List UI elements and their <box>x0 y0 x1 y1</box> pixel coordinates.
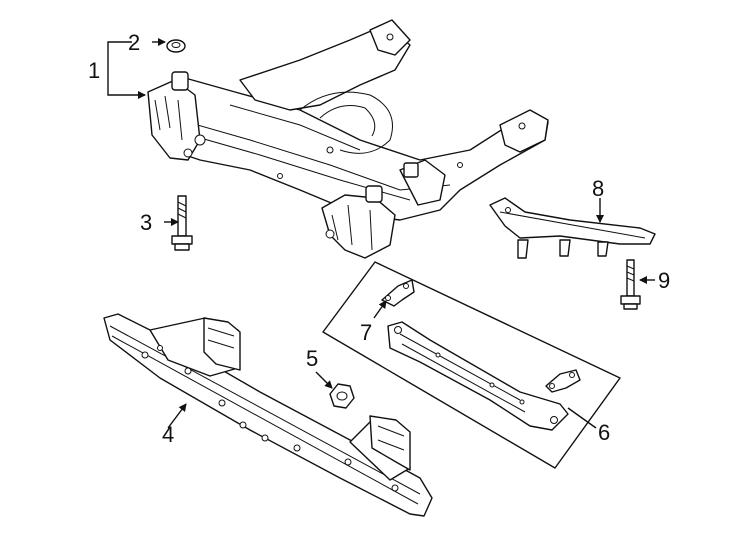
callout-3: 3 <box>140 210 152 235</box>
bracket-kit-part-6 <box>322 261 621 469</box>
callout-7: 7 <box>360 320 372 345</box>
callout-6: 6 <box>598 420 610 445</box>
nut-part-5 <box>329 383 355 409</box>
subframe-assembly <box>147 19 549 259</box>
nut-part-2 <box>166 39 186 53</box>
callout-4: 4 <box>162 422 174 447</box>
callout-8: 8 <box>592 176 604 201</box>
callout-9: 9 <box>658 268 670 293</box>
leader-lines <box>107 38 655 429</box>
callout-2: 2 <box>128 30 140 55</box>
bumper-reinforcement-beam <box>103 313 433 517</box>
support-bracket-part-8 <box>489 197 656 259</box>
bolt-part-3 <box>171 195 193 251</box>
callout-5: 5 <box>306 346 318 371</box>
bolt-part-9 <box>620 259 641 310</box>
callout-1: 1 <box>88 58 100 83</box>
